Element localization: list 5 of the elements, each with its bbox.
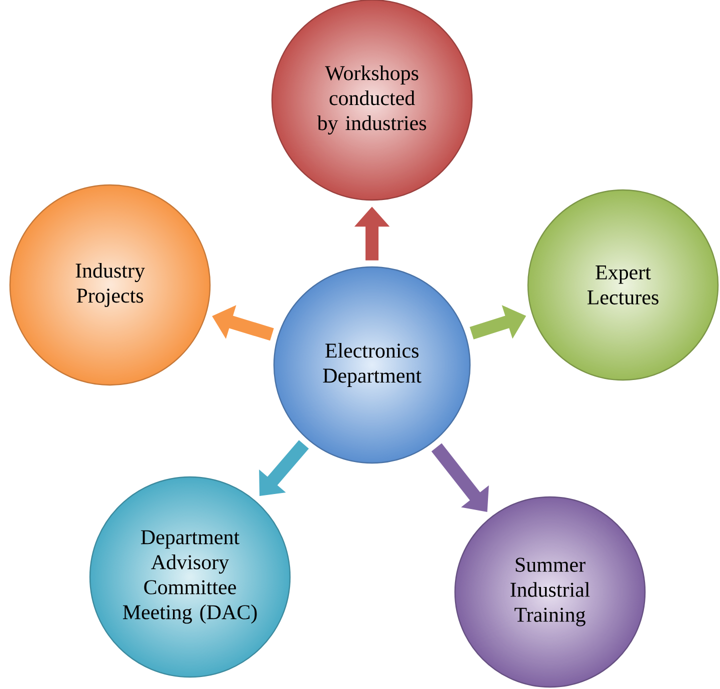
circle-node: Industry Projects bbox=[9, 184, 211, 386]
circle-node: Summer Industrial Training bbox=[454, 496, 646, 688]
circle-node: Electronics Department bbox=[273, 266, 471, 464]
circle-node: Department Advisory Committee Meeting (DAC) bbox=[89, 476, 291, 678]
circle-node: Expert Lectures bbox=[527, 189, 719, 381]
